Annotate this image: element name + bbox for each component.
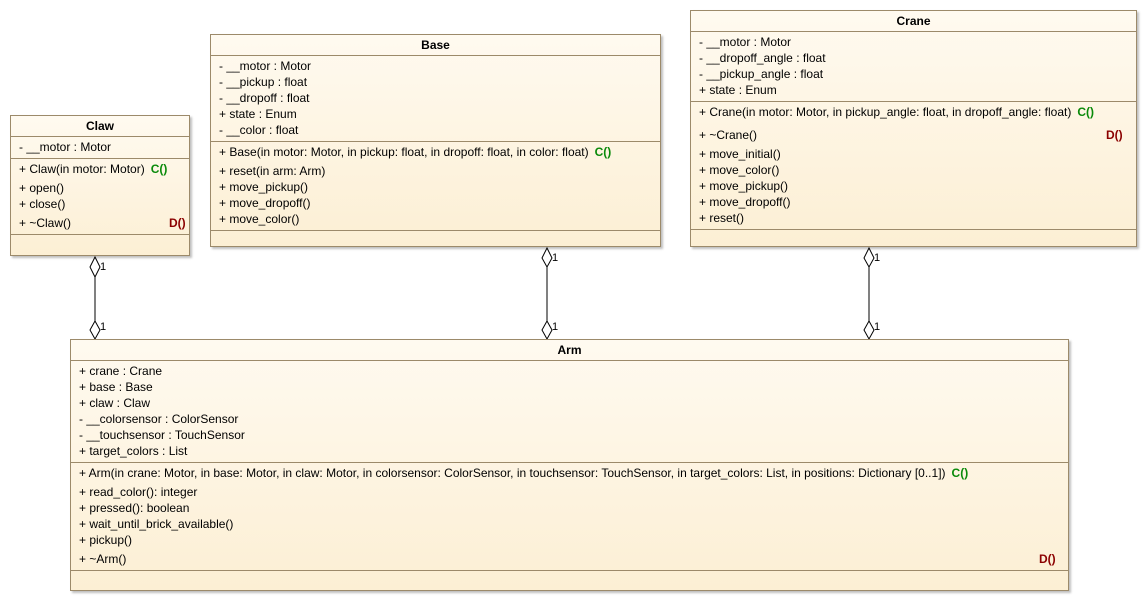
base-class[interactable]: Base - __motor : Motor - __pickup : floa… [210, 34, 661, 247]
operation: + ~Claw()D() [19, 216, 186, 230]
operation: + reset(in arm: Arm) [219, 164, 326, 178]
operation: + ~Arm()D() [79, 552, 1056, 566]
claw-multiplicity: 1 [100, 261, 107, 273]
constructor-marker: C() [150, 162, 168, 176]
arm-claw-multiplicity: 1 [100, 321, 107, 333]
constructor-marker: C() [1077, 105, 1094, 119]
attribute: + base : Base [79, 380, 153, 394]
operation: + move_dropoff() [699, 195, 791, 209]
arm-base-multiplicity: 1 [552, 321, 559, 333]
arm-crane-multiplicity: 1 [874, 321, 881, 333]
crane-class[interactable]: Crane - __motor : Motor - __dropoff_angl… [690, 10, 1137, 247]
attribute: - __dropoff_angle : float [699, 51, 826, 65]
operation: + reset() [699, 211, 745, 225]
operations-compartment: + Base(in motor: Motor, in pickup: float… [211, 142, 660, 231]
operation: + move_initial() [699, 147, 781, 161]
operation: + wait_until_brick_available() [79, 517, 234, 531]
attribute: - __colorsensor : ColorSensor [79, 412, 239, 426]
attribute: + state : Enum [219, 107, 297, 121]
class-title: Crane [691, 11, 1136, 32]
attributes-compartment: - __motor : Motor [11, 137, 189, 159]
operation: + read_color(): integer [79, 485, 198, 499]
operation: + pressed(): boolean [79, 501, 190, 515]
attribute: - __pickup : float [219, 75, 308, 89]
crane-aggregation-diamond-icon [863, 246, 875, 269]
attribute: - __color : float [219, 123, 299, 137]
attribute: - __motor : Motor [19, 140, 112, 154]
attribute: - __touchsensor : TouchSensor [79, 428, 245, 442]
constructor-marker: C() [594, 145, 612, 159]
operation: + Base(in motor: Motor, in pickup: float… [219, 145, 612, 159]
claw-class[interactable]: Claw - __motor : Motor + Claw(in motor: … [10, 115, 190, 256]
attribute: + state : Enum [699, 83, 777, 97]
operation: + Crane(in motor: Motor, in pickup_angle… [699, 105, 1094, 119]
attribute: - __pickup_angle : float [699, 67, 824, 81]
attributes-compartment: + crane : Crane + base : Base + claw : C… [71, 361, 1068, 463]
operation: + move_pickup() [699, 179, 789, 193]
arm-claw-aggregation-diamond-icon [89, 319, 101, 341]
class-title: Claw [11, 116, 189, 137]
destructor-marker: D() [1106, 128, 1123, 142]
class-title: Arm [71, 340, 1068, 361]
operations-compartment: + Claw(in motor: Motor)C() + open() + cl… [11, 159, 189, 235]
operation: + pickup() [79, 533, 133, 547]
arm-base-aggregation-diamond-icon [541, 319, 553, 341]
operation: + ~Crane()D() [699, 128, 1123, 142]
operation: + Claw(in motor: Motor)C() [19, 162, 168, 176]
operation: + move_dropoff() [219, 196, 311, 210]
class-title: Base [211, 35, 660, 56]
crane-multiplicity: 1 [874, 252, 881, 264]
attribute: + target_colors : List [79, 444, 188, 458]
arm-crane-aggregation-diamond-icon [863, 319, 875, 341]
base-multiplicity: 1 [552, 252, 559, 264]
attribute: + claw : Claw [79, 396, 151, 410]
operation: + close() [19, 197, 66, 211]
operation: + open() [19, 181, 65, 195]
attribute: + crane : Crane [79, 364, 163, 378]
operations-compartment: + Arm(in crane: Motor, in base: Motor, i… [71, 463, 1068, 571]
arm-class[interactable]: Arm + crane : Crane + base : Base + claw… [70, 339, 1069, 591]
operations-compartment: + Crane(in motor: Motor, in pickup_angle… [691, 102, 1136, 230]
operation: + move_color() [699, 163, 780, 177]
attribute: - __dropoff : float [219, 91, 310, 105]
attribute: - __motor : Motor [699, 35, 792, 49]
attribute: - __motor : Motor [219, 59, 312, 73]
attributes-compartment: - __motor : Motor - __pickup : float - _… [211, 56, 660, 142]
operation: + move_color() [219, 212, 300, 226]
attributes-compartment: - __motor : Motor - __dropoff_angle : fl… [691, 32, 1136, 102]
base-aggregation-diamond-icon [541, 246, 553, 269]
constructor-marker: C() [951, 466, 969, 480]
operation: + Arm(in crane: Motor, in base: Motor, i… [79, 466, 969, 480]
claw-aggregation-diamond-icon [89, 255, 101, 279]
destructor-marker: D() [1039, 552, 1056, 566]
destructor-marker: D() [169, 216, 186, 230]
operation: + move_pickup() [219, 180, 309, 194]
